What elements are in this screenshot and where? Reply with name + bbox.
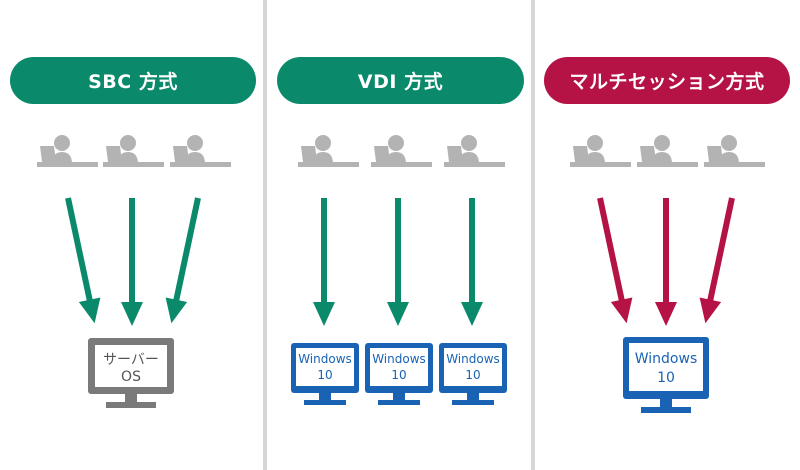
vdi-arrow-1 xyxy=(313,198,335,326)
vdi-monitor-icon-3: Windows 10 xyxy=(439,343,507,405)
vdi-monitor-1-line2: 10 xyxy=(317,368,332,382)
multisession-arrow-3 xyxy=(694,195,743,326)
multisession-monitor-line2: 10 xyxy=(657,370,675,386)
pill-sbc: SBC 方式 xyxy=(10,57,256,104)
vdi-arrow-3 xyxy=(461,198,483,326)
vdi-user-icon-2 xyxy=(371,135,432,167)
sbc-arrow-1 xyxy=(57,195,106,326)
pill-vdi: VDI 方式 xyxy=(277,57,524,104)
vdi-user-icon-1 xyxy=(298,135,359,167)
vdi-monitor-3-line2: 10 xyxy=(465,368,480,382)
pill-vdi-label: VDI 方式 xyxy=(357,71,444,93)
vdi-monitor-1-line1: Windows xyxy=(298,352,352,366)
sbc-user-icon-3 xyxy=(170,135,231,167)
sbc-users xyxy=(37,135,231,167)
multisession-users xyxy=(570,135,765,167)
vdi-user-icon-3 xyxy=(444,135,505,167)
sbc-arrow-3 xyxy=(160,195,209,326)
vdi-monitor-3-line1: Windows xyxy=(446,352,500,366)
divider-left xyxy=(263,0,267,470)
multisession-arrow-2 xyxy=(655,198,677,326)
multisession-user-icon-3 xyxy=(704,135,765,167)
sbc-arrow-2 xyxy=(121,198,143,326)
multisession-user-icon-2 xyxy=(637,135,698,167)
vdi-monitor-icon-2: Windows 10 xyxy=(365,343,433,405)
pill-sbc-label: SBC 方式 xyxy=(88,71,178,93)
pill-multisession: マルチセッション方式 xyxy=(544,57,790,104)
vdi-arrows xyxy=(313,198,483,326)
sbc-arrows xyxy=(57,195,209,326)
vdi-monitor-icon-1: Windows 10 xyxy=(291,343,359,405)
pill-multisession-label: マルチセッション方式 xyxy=(569,71,765,93)
vdi-monitor-2-line2: 10 xyxy=(391,368,406,382)
multisession-monitor-line1: Windows xyxy=(635,351,698,367)
sbc-server-line2: OS xyxy=(121,369,141,385)
sbc-user-icon-2 xyxy=(103,135,164,167)
sbc-server-monitor-icon: サーバー OS xyxy=(88,338,174,408)
divider-right xyxy=(531,0,535,470)
vdi-arrow-2 xyxy=(387,198,409,326)
multisession-arrows xyxy=(589,195,743,326)
sbc-user-icon-1 xyxy=(37,135,98,167)
sbc-server-line1: サーバー xyxy=(103,352,159,368)
multisession-monitor-icon: Windows 10 xyxy=(623,337,709,413)
multisession-user-icon-1 xyxy=(570,135,631,167)
vdi-users xyxy=(298,135,505,167)
vdi-monitor-2-line1: Windows xyxy=(372,352,426,366)
multisession-arrow-1 xyxy=(589,195,638,326)
